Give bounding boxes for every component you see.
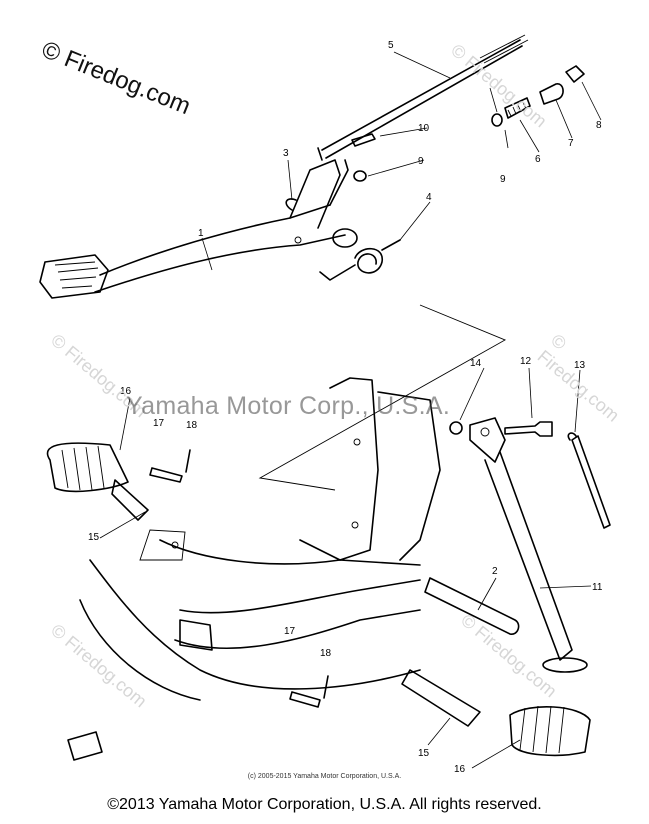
callout-9-lower: 9 xyxy=(500,174,506,185)
brake-pedal xyxy=(39,159,358,299)
footrest-right xyxy=(401,669,591,757)
callout-18-lower: 18 xyxy=(320,648,332,659)
callout-16-left: 16 xyxy=(120,386,132,397)
stand-washer xyxy=(449,421,463,435)
callout-17-lower: 17 xyxy=(284,626,296,637)
yamaha-watermark: Yamaha Motor Corp., U.S.A. xyxy=(126,392,451,420)
callout-8: 8 xyxy=(596,120,602,131)
stand-spring xyxy=(567,432,611,529)
pivot-shaft xyxy=(424,577,520,635)
callout-4: 4 xyxy=(426,192,432,203)
callout-7: 7 xyxy=(568,138,574,149)
side-stand xyxy=(469,417,588,673)
callout-leaders xyxy=(99,51,602,769)
section-outline xyxy=(258,304,507,491)
front-arrow-icon: FWD xyxy=(67,731,103,761)
callout-16-right: 16 xyxy=(454,764,466,775)
pedal-spring xyxy=(319,239,401,281)
pin xyxy=(351,133,376,147)
callout-15-left: 15 xyxy=(88,532,100,543)
callout-18-upper: 18 xyxy=(186,420,198,431)
callout-3: 3 xyxy=(283,148,289,159)
parts-diagram: FWD 1 2 3 4 5 6 7 8 9 9 10 11 12 13 14 1… xyxy=(39,34,611,775)
footrest-left xyxy=(46,442,149,521)
callout-15-right: 15 xyxy=(418,748,430,759)
pin-18-upper xyxy=(185,449,191,473)
callout-2: 2 xyxy=(492,566,498,577)
callout-10: 10 xyxy=(418,123,430,134)
pin-18-lower xyxy=(323,675,329,699)
washer xyxy=(353,170,367,182)
callout-11: 11 xyxy=(592,582,603,593)
callout-9-upper: 9 xyxy=(418,156,424,167)
bolt-17-lower xyxy=(289,691,321,708)
callout-14: 14 xyxy=(470,358,482,369)
footer-copyright: ©2013 Yamaha Motor Corporation, U.S.A. A… xyxy=(107,796,542,813)
frame xyxy=(79,377,441,701)
callout-1: 1 xyxy=(198,228,204,239)
front-marker-label: FWD xyxy=(76,745,94,754)
callout-5: 5 xyxy=(388,40,394,51)
clip xyxy=(285,198,297,211)
callout-17-upper: 17 xyxy=(153,418,165,429)
callout-6: 6 xyxy=(535,154,541,165)
brake-rod xyxy=(317,34,529,161)
callout-12: 12 xyxy=(520,356,532,367)
bolt-17-upper xyxy=(149,467,183,483)
rod-adjuster xyxy=(491,65,585,127)
small-copyright: (c) 2005-2015 Yamaha Motor Corporation, … xyxy=(247,773,402,780)
stand-bolt xyxy=(504,421,553,437)
callout-13: 13 xyxy=(574,360,586,371)
